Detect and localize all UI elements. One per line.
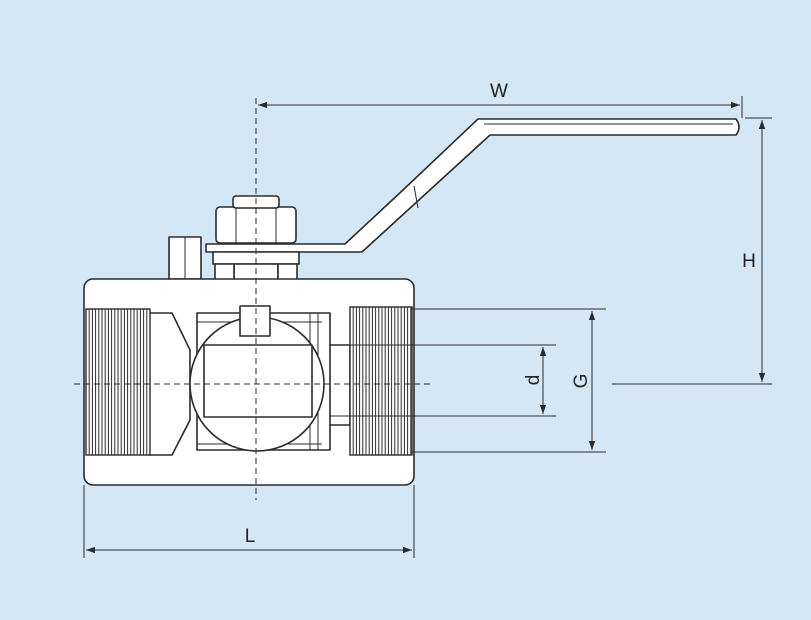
dimension-h-label: H xyxy=(742,251,756,272)
left-thread xyxy=(85,308,151,456)
dimension-h: H xyxy=(612,117,772,385)
dimension-g: G xyxy=(412,308,606,453)
dimension-g-label: G xyxy=(571,374,592,389)
dimension-l-label: L xyxy=(245,526,256,547)
dimension-w: W xyxy=(258,81,743,118)
dimension-d-label: d xyxy=(523,375,544,386)
dimension-d: d xyxy=(330,344,556,417)
lever-handle xyxy=(205,118,740,253)
dimension-w-label: W xyxy=(490,81,508,102)
dimension-l: L xyxy=(83,485,415,558)
stop-block xyxy=(168,236,202,280)
stem-nut xyxy=(215,195,297,244)
right-thread xyxy=(349,306,413,456)
